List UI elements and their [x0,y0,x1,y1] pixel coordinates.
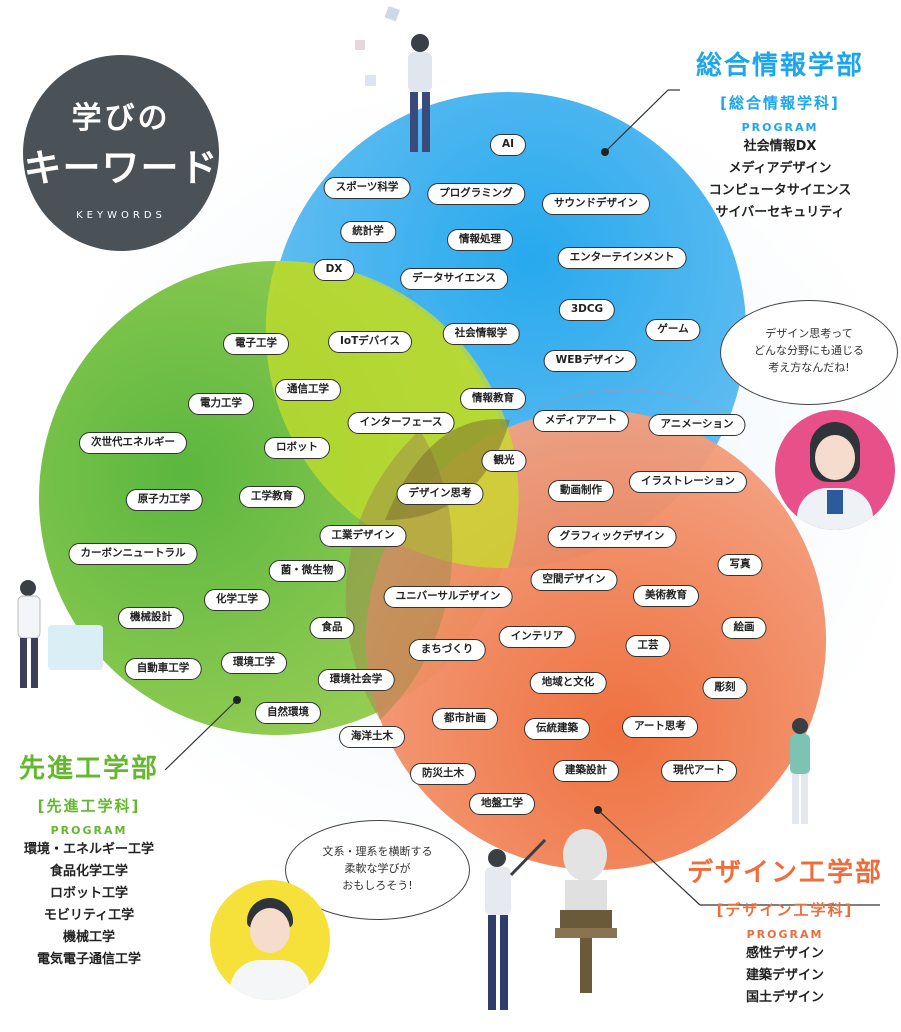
keyword-pill: 伝統建築 [524,718,590,740]
eng-department-sub: [先進工学科] [37,797,141,815]
keyword-pill: 自動車工学 [124,658,202,680]
keyword-pill: 電子工学 [223,333,289,355]
keyword-pill: 海洋土木 [339,726,405,748]
keyword-pill: メディアアート [532,410,630,432]
keyword-pill: WEBデザイン [543,350,637,372]
keyword-pill: 絵画 [721,617,767,639]
statue-illustration [555,829,617,993]
title-line2: キーワード [23,146,219,190]
keyword-pill: 次世代エネルギー [79,432,187,454]
vr-person-illustration [355,5,432,152]
keyword-pill: 環境社会学 [317,669,395,691]
info-department-block: 総合情報学部 [総合情報学科] PROGRAM 社会情報DX メディアデザイン … [680,45,880,224]
info-program-item: コンピュータサイエンス [708,183,852,198]
keyword-pill: 原子力工学 [125,489,203,511]
keyword-pill: 防災土木 [410,763,476,785]
design-department-sub: [デザイン工学科] [716,901,854,919]
info-department-name: 総合情報学部 [695,51,864,81]
keyword-pill: 電力工学 [188,393,254,415]
keyword-pill: 工芸 [625,635,671,657]
keyword-pill: 通信工学 [275,379,341,401]
keyword-pill: ユニバーサルデザイン [383,586,513,608]
scientist-illustration [17,580,103,688]
eng-program-item: ロボット工学 [49,886,128,901]
keyword-pill: 地域と文化 [529,672,607,694]
keyword-pill: 情報教育 [460,388,526,410]
keyword-pill: 機械設計 [118,607,184,629]
keyword-pill: 写真 [717,554,763,576]
keyword-pill: IoTデバイス [328,331,412,353]
eng-program-item: 食品化学工学 [49,864,128,879]
keyword-pill: アニメーション [648,414,746,436]
title-line1: 学びの [71,101,171,136]
keyword-pill: プログラミング [427,183,525,205]
eng-program-item: モビリティ工学 [43,908,135,923]
keyword-pill: 自然環境 [255,702,321,724]
design-program-label: PROGRAM [746,928,824,941]
keyword-pill: 統計学 [340,221,396,243]
keyword-pill: 地盤工学 [469,793,535,815]
eng-leader-line [164,699,238,771]
info-program-item: メディアデザイン [728,161,832,176]
keyword-pill: まちづくり [408,639,486,661]
design-program-item: 感性デザイン [745,946,824,961]
keyword-pill: インターフェース [347,412,455,434]
keyword-pill: 動画制作 [548,480,614,502]
keyword-pill: 社会情報学 [442,323,520,345]
keyword-pill: ゲーム [645,319,701,341]
title-line3: KEYWORDS [76,210,166,221]
keyword-pill: 環境工学 [221,652,287,674]
keyword-pill: 現代アート [661,760,737,782]
eng-program-item: 機械工学 [62,930,115,945]
keyword-pill: DX [313,259,355,281]
student-boy-avatar [210,880,330,1000]
keyword-pill: グラフィックデザイン [547,526,677,548]
keyword-pill: データサイエンス [400,268,508,290]
keyword-pill: デザイン思考 [396,483,484,505]
standing-person-illustration [790,718,810,824]
eng-program-item: 電気電子通信工学 [36,952,141,967]
keywords-title-badge: 学びの キーワード KEYWORDS [23,55,219,251]
keyword-pill: 空間デザイン [530,569,618,591]
keyword-pill: 都市計画 [432,708,498,730]
info-program-item: サイバーセキュリティ [715,205,845,220]
design-program-item: 建築デザイン [745,968,824,983]
pointing-person-illustration [485,838,547,1010]
keyword-pill: 化学工学 [204,589,270,611]
design-department-block: デザイン工学部 [デザイン工学科] PROGRAM 感性デザイン 建築デザイン … [680,852,890,1009]
info-leader-line [604,89,669,153]
keyword-pill: 3DCG [558,299,616,321]
keyword-pill: 情報処理 [447,229,513,251]
eng-program-item: 環境・エネルギー工学 [23,842,154,857]
keyword-pill: サウンドデザイン [542,193,650,215]
info-program-item: 社会情報DX [743,139,817,154]
keyword-pill: スポーツ科学 [323,177,411,199]
design-department-name: デザイン工学部 [686,858,883,888]
keyword-pill: 工学教育 [239,486,305,508]
info-program-label: PROGRAM [741,121,819,134]
eng-department-name: 先進工学部 [18,754,159,784]
keyword-pill: インテリア [498,626,576,648]
eng-department-block: 先進工学部 [先進工学科] PROGRAM 環境・エネルギー工学 食品化学工学 … [4,748,174,971]
keyword-pill: ロボット [264,437,330,459]
keyword-pill: カーボンニュートラル [68,543,198,565]
keyword-pill: エンターテインメント [557,247,687,269]
design-program-item: 国土デザイン [745,990,824,1005]
keyword-pill: AI [489,134,527,156]
student-girl-avatar [775,410,895,530]
keyword-pill: 菌・微生物 [268,560,346,582]
keyword-pill: イラストレーション [628,471,748,493]
speech-bubble-top-right: デザイン思考って どんな分野にも通じる 考え方なんだね! [720,300,898,405]
keyword-pill: 工業デザイン [319,525,407,547]
keyword-pill: 観光 [481,450,527,472]
keyword-pill: 美術教育 [633,585,699,607]
info-department-sub: [総合情報学科] [720,94,840,112]
keyword-pill: 食品 [309,617,355,639]
design-leader-line [597,809,701,906]
eng-program-label: PROGRAM [50,824,128,837]
keyword-pill: 彫刻 [702,677,748,699]
keyword-pill: アート思考 [622,716,698,738]
keyword-pill: 建築設計 [553,760,619,782]
